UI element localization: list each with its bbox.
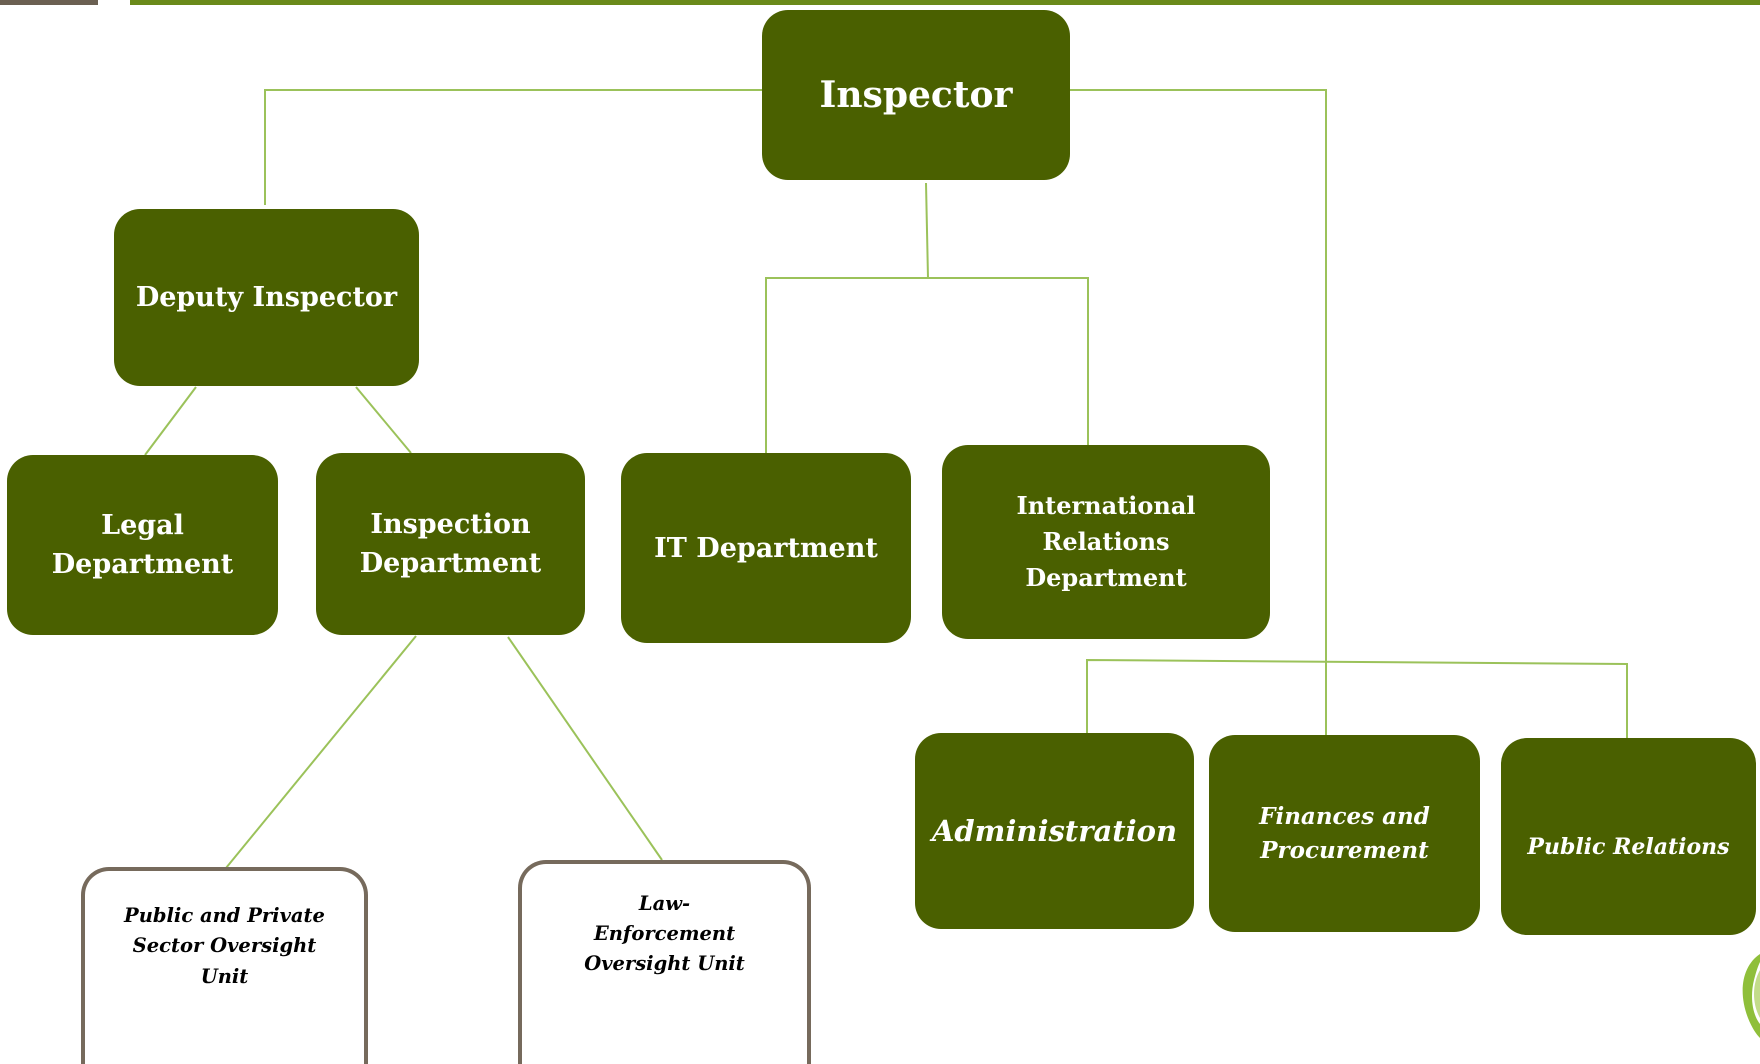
line-inspector-deputy	[264, 89, 762, 205]
legal-department-box: Legal Department	[7, 455, 278, 635]
line-inspection-unit2	[507, 636, 663, 861]
line-it-international	[765, 277, 1089, 454]
administration-label: Administration	[931, 814, 1178, 848]
deputy-inspector-label: Deputy Inspector	[135, 282, 398, 313]
legal-department-label: Legal Department	[51, 509, 234, 580]
inspector-label: Inspector	[819, 74, 1013, 116]
it-department-box: IT Department	[621, 453, 911, 643]
finances-procurement-box: Finances and Procurement	[1209, 735, 1480, 932]
finances-procurement-label: Finances and Procurement	[1259, 803, 1430, 864]
top-bar-green	[130, 0, 1760, 5]
administration-box: Administration	[915, 733, 1194, 929]
inspection-department-label: Inspection Department	[359, 508, 542, 579]
law-enforcement-oversight-unit-label: Law-Enforcement Oversight Unit	[584, 891, 745, 976]
law-enforcement-oversight-unit-box: Law-Enforcement Oversight Unit	[518, 860, 811, 1064]
it-department-label: IT Department	[654, 532, 878, 564]
line-deputy-inspection	[355, 386, 412, 454]
line-inspector-stem	[925, 182, 929, 279]
public-private-oversight-unit-box: Public and Private Sector Oversight Unit	[81, 867, 368, 1064]
top-bar-dark	[0, 0, 98, 5]
logo-leaf-icon	[1742, 954, 1760, 1038]
public-private-oversight-unit-label: Public and Private Sector Oversight Unit	[124, 904, 325, 988]
line-support-branch	[1086, 658, 1628, 738]
public-relations-label: Public Relations	[1527, 833, 1730, 860]
international-relations-department-box: International Relations Department	[942, 445, 1270, 639]
deputy-inspector-box: Deputy Inspector	[114, 209, 419, 386]
line-inspection-unit1	[225, 635, 417, 869]
inspector-box: Inspector	[762, 10, 1070, 180]
line-inspector-finances	[1068, 89, 1327, 737]
international-relations-department-label: International Relations Department	[1016, 491, 1196, 592]
public-relations-box: Public Relations	[1501, 738, 1756, 935]
line-deputy-legal	[144, 386, 197, 456]
inspection-department-box: Inspection Department	[316, 453, 585, 635]
